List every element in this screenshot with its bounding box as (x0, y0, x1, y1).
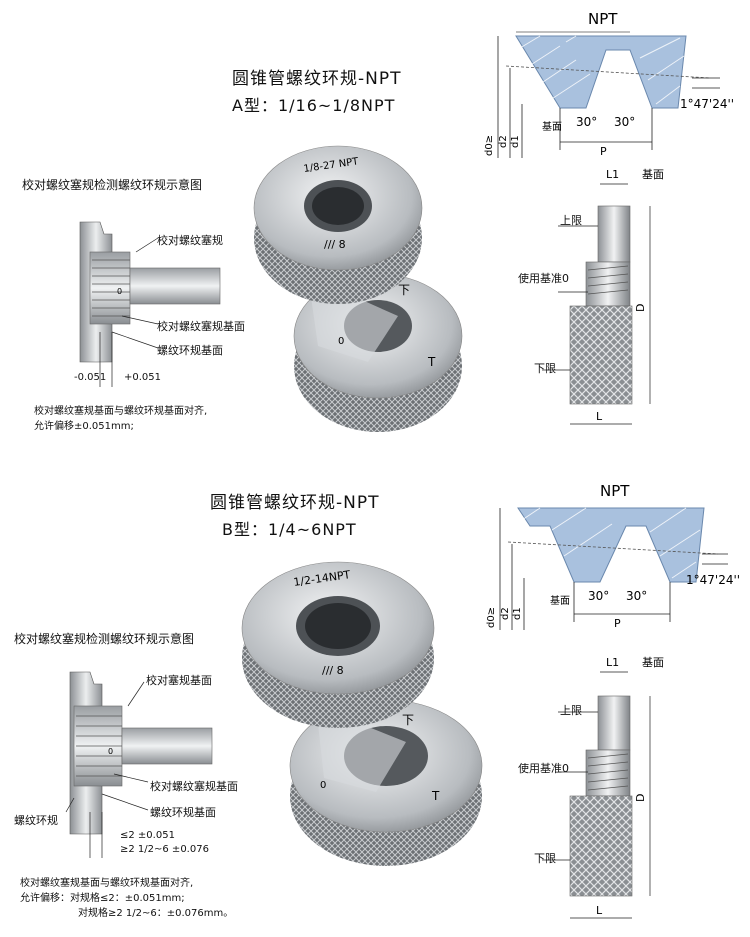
svg-text:d0≥: d0≥ (486, 607, 497, 628)
svg-text:0: 0 (108, 747, 113, 756)
section-b-note-3: 对规格≥2 1/2~6：±0.076mm。 (78, 908, 234, 919)
svg-text:d2: d2 (498, 135, 509, 148)
tol-line-1: ≤2 ±0.051 (120, 830, 175, 841)
npt-title: NPT (588, 10, 618, 28)
svg-text:下: 下 (402, 713, 414, 727)
svg-text:30°: 30° (588, 589, 609, 603)
section-a-title: 圆锥管螺纹环规-NPT (232, 69, 402, 89)
section-a-check-title: 校对螺纹塞规检测螺纹环规示意图 (22, 178, 203, 192)
ring-gauge-photo-a: 1/8-27 NPT /// 8 0 下 T (248, 126, 478, 446)
svg-text:1°47'24'': 1°47'24'' (680, 97, 734, 111)
svg-text:0: 0 (117, 287, 122, 296)
svg-text:30°: 30° (576, 115, 597, 129)
svg-text:30°: 30° (614, 115, 635, 129)
ring-section-b-lower: 下限 (534, 852, 556, 865)
svg-text:L1: L1 (606, 168, 619, 181)
check-diagram-b: 0 (44, 662, 244, 862)
svg-text:d1: d1 (512, 607, 523, 620)
callout-b-ring-base: 螺纹环规基面 (150, 806, 216, 819)
svg-text:1°47'24'': 1°47'24'' (686, 573, 740, 587)
svg-text:d1: d1 (510, 135, 521, 148)
callout-plug: 校对螺纹塞规 (157, 234, 223, 247)
svg-text:基面: 基面 (550, 594, 570, 607)
svg-text:/// 8: /// 8 (324, 238, 346, 251)
svg-text:L1: L1 (606, 656, 619, 669)
callout-b-ring: 螺纹环规 (14, 814, 58, 827)
section-a-subtitle: A型：1/16~1/8NPT (232, 96, 396, 115)
ring-section-a-lower: 下限 (534, 362, 556, 375)
ring-section-b-upper: 上限 (560, 704, 582, 717)
section-b-check-title: 校对螺纹塞规检测螺纹环规示意图 (14, 632, 195, 646)
callout-ring-base: 螺纹环规基面 (157, 344, 223, 357)
svg-text:0: 0 (320, 780, 326, 791)
ring-gauge-photo-b: 1/2-14NPT /// 8 0 下 T (236, 546, 506, 876)
svg-text:0: 0 (338, 336, 344, 347)
svg-text:下: 下 (398, 283, 410, 297)
npt-diagram-a: NPT d0≥ d2 d1 P 基面 30° 30° 1°47'24'' (480, 8, 742, 168)
section-a-note-1: 校对螺纹塞规基面与螺纹环规基面对齐, (34, 406, 208, 417)
svg-text:L: L (596, 904, 603, 917)
svg-text:T: T (431, 789, 440, 803)
svg-text:基面: 基面 (642, 168, 664, 181)
svg-text:L: L (596, 410, 603, 423)
ring-section-a-upper: 上限 (560, 214, 582, 227)
callout-b-check-base: 校对螺纹塞规基面 (150, 780, 238, 793)
npt-diagram-b: NPT d0≥ d2 d1 P 基面 30° 30° 1°47'24'' (482, 480, 744, 640)
section-b-title: 圆锥管螺纹环规-NPT (210, 493, 380, 513)
svg-text:30°: 30° (626, 589, 647, 603)
section-b-note-1: 校对螺纹塞规基面与螺纹环规基面对齐, (20, 878, 194, 889)
dev-plus: +0.051 (124, 372, 162, 383)
svg-text:P: P (600, 145, 607, 158)
section-b-note-2: 允许偏移：对规格≤2：±0.051mm; (20, 893, 185, 904)
check-diagram-a: 0 (60, 212, 260, 392)
tol-line-2: ≥2 1/2~6 ±0.076 (120, 844, 209, 855)
svg-text:/// 8: /// 8 (322, 664, 344, 677)
svg-text:D: D (634, 304, 647, 312)
svg-text:d2: d2 (500, 607, 511, 620)
callout-plug-base: 校对螺纹塞规基面 (157, 320, 245, 333)
svg-text:基面: 基面 (642, 656, 664, 669)
svg-text:T: T (427, 355, 436, 369)
section-b-subtitle: B型：1/4~6NPT (222, 520, 357, 539)
svg-text:D: D (634, 794, 647, 802)
ring-section-b: L1 基面 D L (510, 650, 670, 932)
svg-text:基面: 基面 (542, 120, 562, 133)
ring-section-a-zero: 使用基准0 (518, 272, 569, 285)
ring-section-a: L1 基面 D L (510, 162, 670, 434)
svg-text:P: P (614, 617, 621, 630)
ring-section-b-zero: 使用基准0 (518, 762, 569, 775)
dev-minus: -0.051 (74, 372, 107, 383)
svg-text:NPT: NPT (600, 482, 630, 500)
callout-b-plug-base: 校对塞规基面 (146, 674, 212, 687)
section-a-note-2: 允许偏移±0.051mm; (34, 421, 134, 432)
svg-text:d0≥: d0≥ (484, 135, 495, 156)
